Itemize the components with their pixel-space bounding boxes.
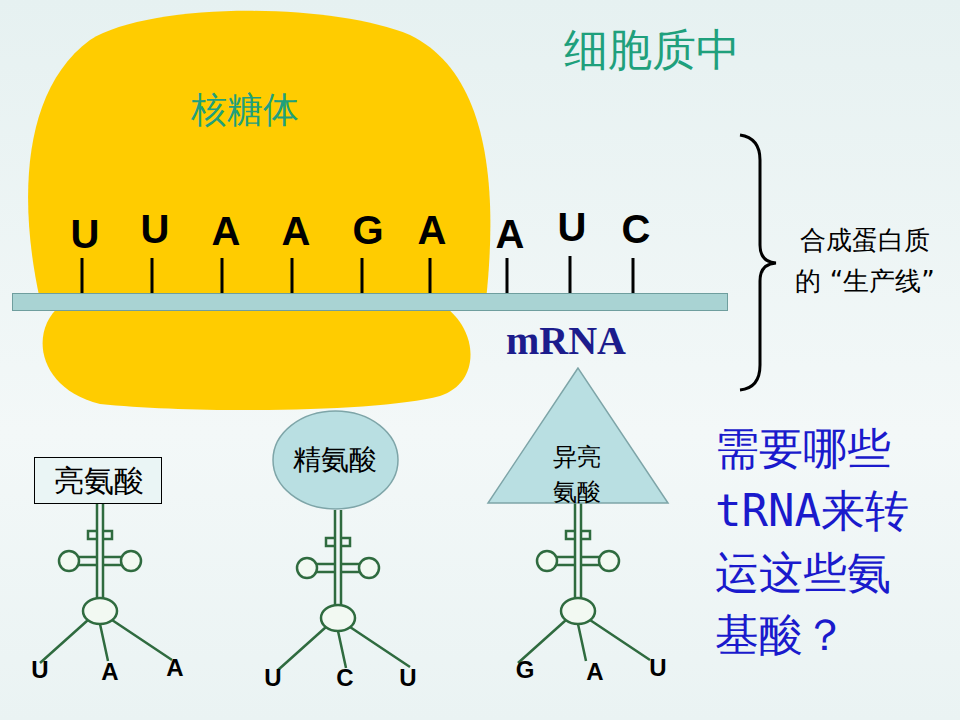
anticodon-base: C — [336, 664, 353, 693]
trna-symbol — [40, 503, 172, 663]
mrna-strand: mRNA — [12, 293, 728, 311]
anticodon-base: U — [264, 664, 281, 693]
anticodon-base: A — [166, 654, 183, 683]
base-stalk — [151, 258, 154, 293]
node-text: 核糖体 — [191, 88, 299, 131]
trna-symbol — [518, 503, 650, 663]
mrna-base: A — [496, 210, 525, 258]
base-stalk — [81, 258, 84, 293]
mrna-base: U — [558, 203, 587, 251]
node-text: 异亮 氨酸 — [548, 440, 606, 510]
mrna-base: A — [418, 206, 447, 254]
mrna-base: A — [282, 207, 311, 255]
mrna-base: G — [352, 206, 383, 254]
node-text: 精氨酸 — [293, 443, 377, 477]
anticodon-base: U — [399, 664, 416, 693]
curly-bracket — [740, 135, 776, 390]
trna-symbol — [278, 510, 410, 670]
base-stalk — [569, 256, 572, 293]
anticodon-base: A — [101, 658, 118, 687]
base-stalk — [291, 258, 294, 293]
mrna-base: U — [71, 210, 100, 258]
anticodon-base: U — [31, 656, 48, 685]
base-stalk — [506, 258, 509, 293]
title: 细胞质中 — [564, 24, 740, 77]
mrna-base: U — [141, 205, 170, 253]
anticodon-base: A — [586, 658, 603, 687]
base-stalk — [361, 258, 364, 293]
amino-acid-circle: 精氨酸 — [272, 410, 399, 510]
node-text: 亮氨酸 — [54, 463, 144, 499]
anticodon-base: U — [649, 654, 666, 683]
mrna-base: A — [212, 207, 241, 255]
base-stalk — [632, 258, 635, 293]
anticodon-base: G — [516, 656, 535, 685]
base-stalk — [429, 258, 432, 293]
bracket-note: 合成蛋白质 的 “生产线” — [790, 220, 940, 302]
amino-acid-box: 亮氨酸 — [34, 457, 162, 504]
node-text: mRNA — [506, 317, 626, 365]
mrna-base: C — [622, 205, 651, 253]
amino-acid-triangle: 异亮 氨酸 — [487, 367, 669, 504]
question-text: 需要哪些 tRNA来转 运这些氨 基酸？ — [715, 418, 930, 666]
base-stalk — [221, 258, 224, 293]
